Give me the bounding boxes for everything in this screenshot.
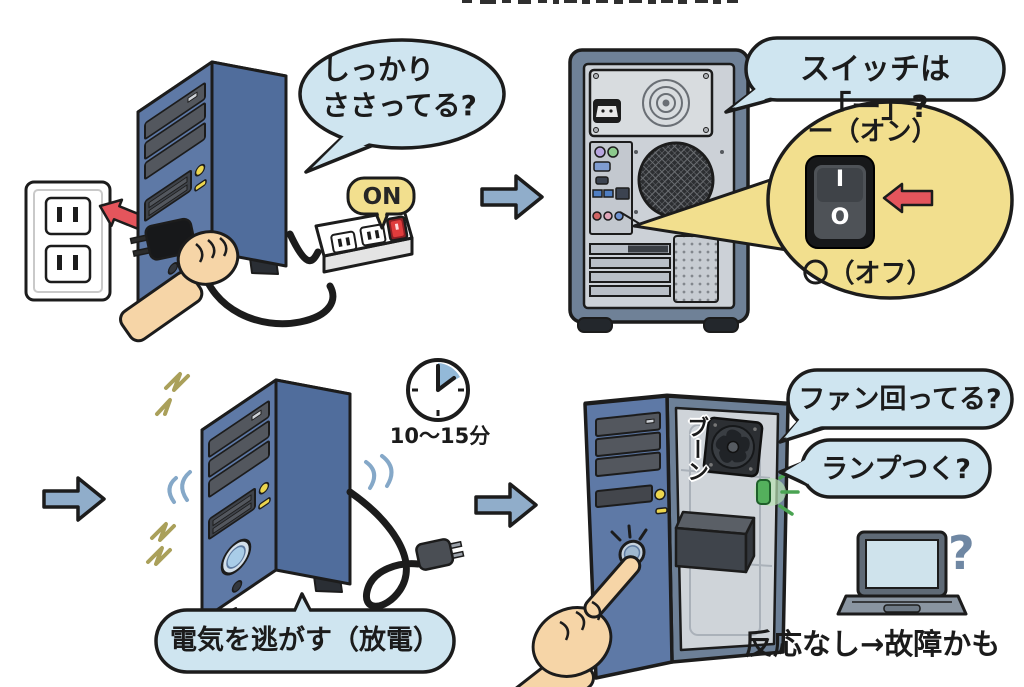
power-cord-plug (198, 262, 337, 328)
panel-switch-check (568, 36, 1014, 333)
io-panel-icon (589, 141, 633, 235)
psu-box-icon (674, 510, 756, 574)
fan-sound-text: ブーン (683, 416, 709, 482)
switch-on-text: ー（オン） (807, 117, 938, 147)
wall-outlet-icon (24, 180, 112, 302)
panel-discharge (146, 358, 470, 674)
duration-text: 10〜15分 (389, 424, 491, 448)
power-strip-icon (314, 208, 414, 274)
unplugged-cord (346, 488, 422, 610)
plug-bubble-text: しっかり ささってる? (322, 53, 477, 122)
switch-off-text: 〇（オフ） (802, 259, 933, 289)
result-text: 反応なし→故障かも (744, 627, 1001, 661)
pc-tower-2 (200, 378, 352, 634)
pc-back-view (568, 48, 750, 333)
on-bubble (346, 176, 416, 230)
fan-bubble-text: ファン回ってる? (798, 384, 1002, 415)
case-fan-icon (702, 416, 764, 478)
clock-icon (406, 358, 470, 422)
on-label: ON (362, 184, 402, 210)
switch-off-symbol: O (830, 205, 850, 230)
question-mark: ? (948, 526, 975, 580)
hand-with-plug-icon (119, 217, 240, 343)
psu-fan-grille-icon (642, 79, 690, 127)
unplugged-plug-icon (415, 538, 465, 571)
laptop-icon (836, 530, 968, 616)
speech-bubble-plug (298, 38, 506, 174)
discharge-label-text: 電気を逃がす（放電） (170, 625, 440, 656)
discharge-label-bubble (154, 592, 456, 674)
panel-power-on-check (503, 368, 1014, 687)
panel-plug-check (24, 38, 506, 343)
press-emphasis-lines (610, 524, 648, 542)
rocker-switch-icon (805, 155, 875, 249)
flow-arrow-1 (480, 174, 544, 220)
switch-on-symbol: I (835, 167, 845, 192)
flow-arrow-2 (42, 476, 106, 522)
speech-bubble-fan (778, 368, 1014, 444)
flow-arrow-3 (474, 482, 538, 528)
static-marks-icon (146, 372, 190, 566)
power-cord-tower (286, 230, 322, 265)
vibration-waves-icon (167, 454, 394, 504)
speech-bubble-switch (724, 36, 1006, 114)
cropped-title-remnant (462, 0, 738, 4)
switch-bubble-text: スイッチは「ー」? (800, 52, 950, 126)
speech-bubble-lamp (778, 438, 992, 499)
lamp-bubble-text: ランプつく? (821, 454, 971, 485)
power-inlet-icon (593, 99, 621, 123)
pointing-hand-icon (503, 555, 642, 687)
